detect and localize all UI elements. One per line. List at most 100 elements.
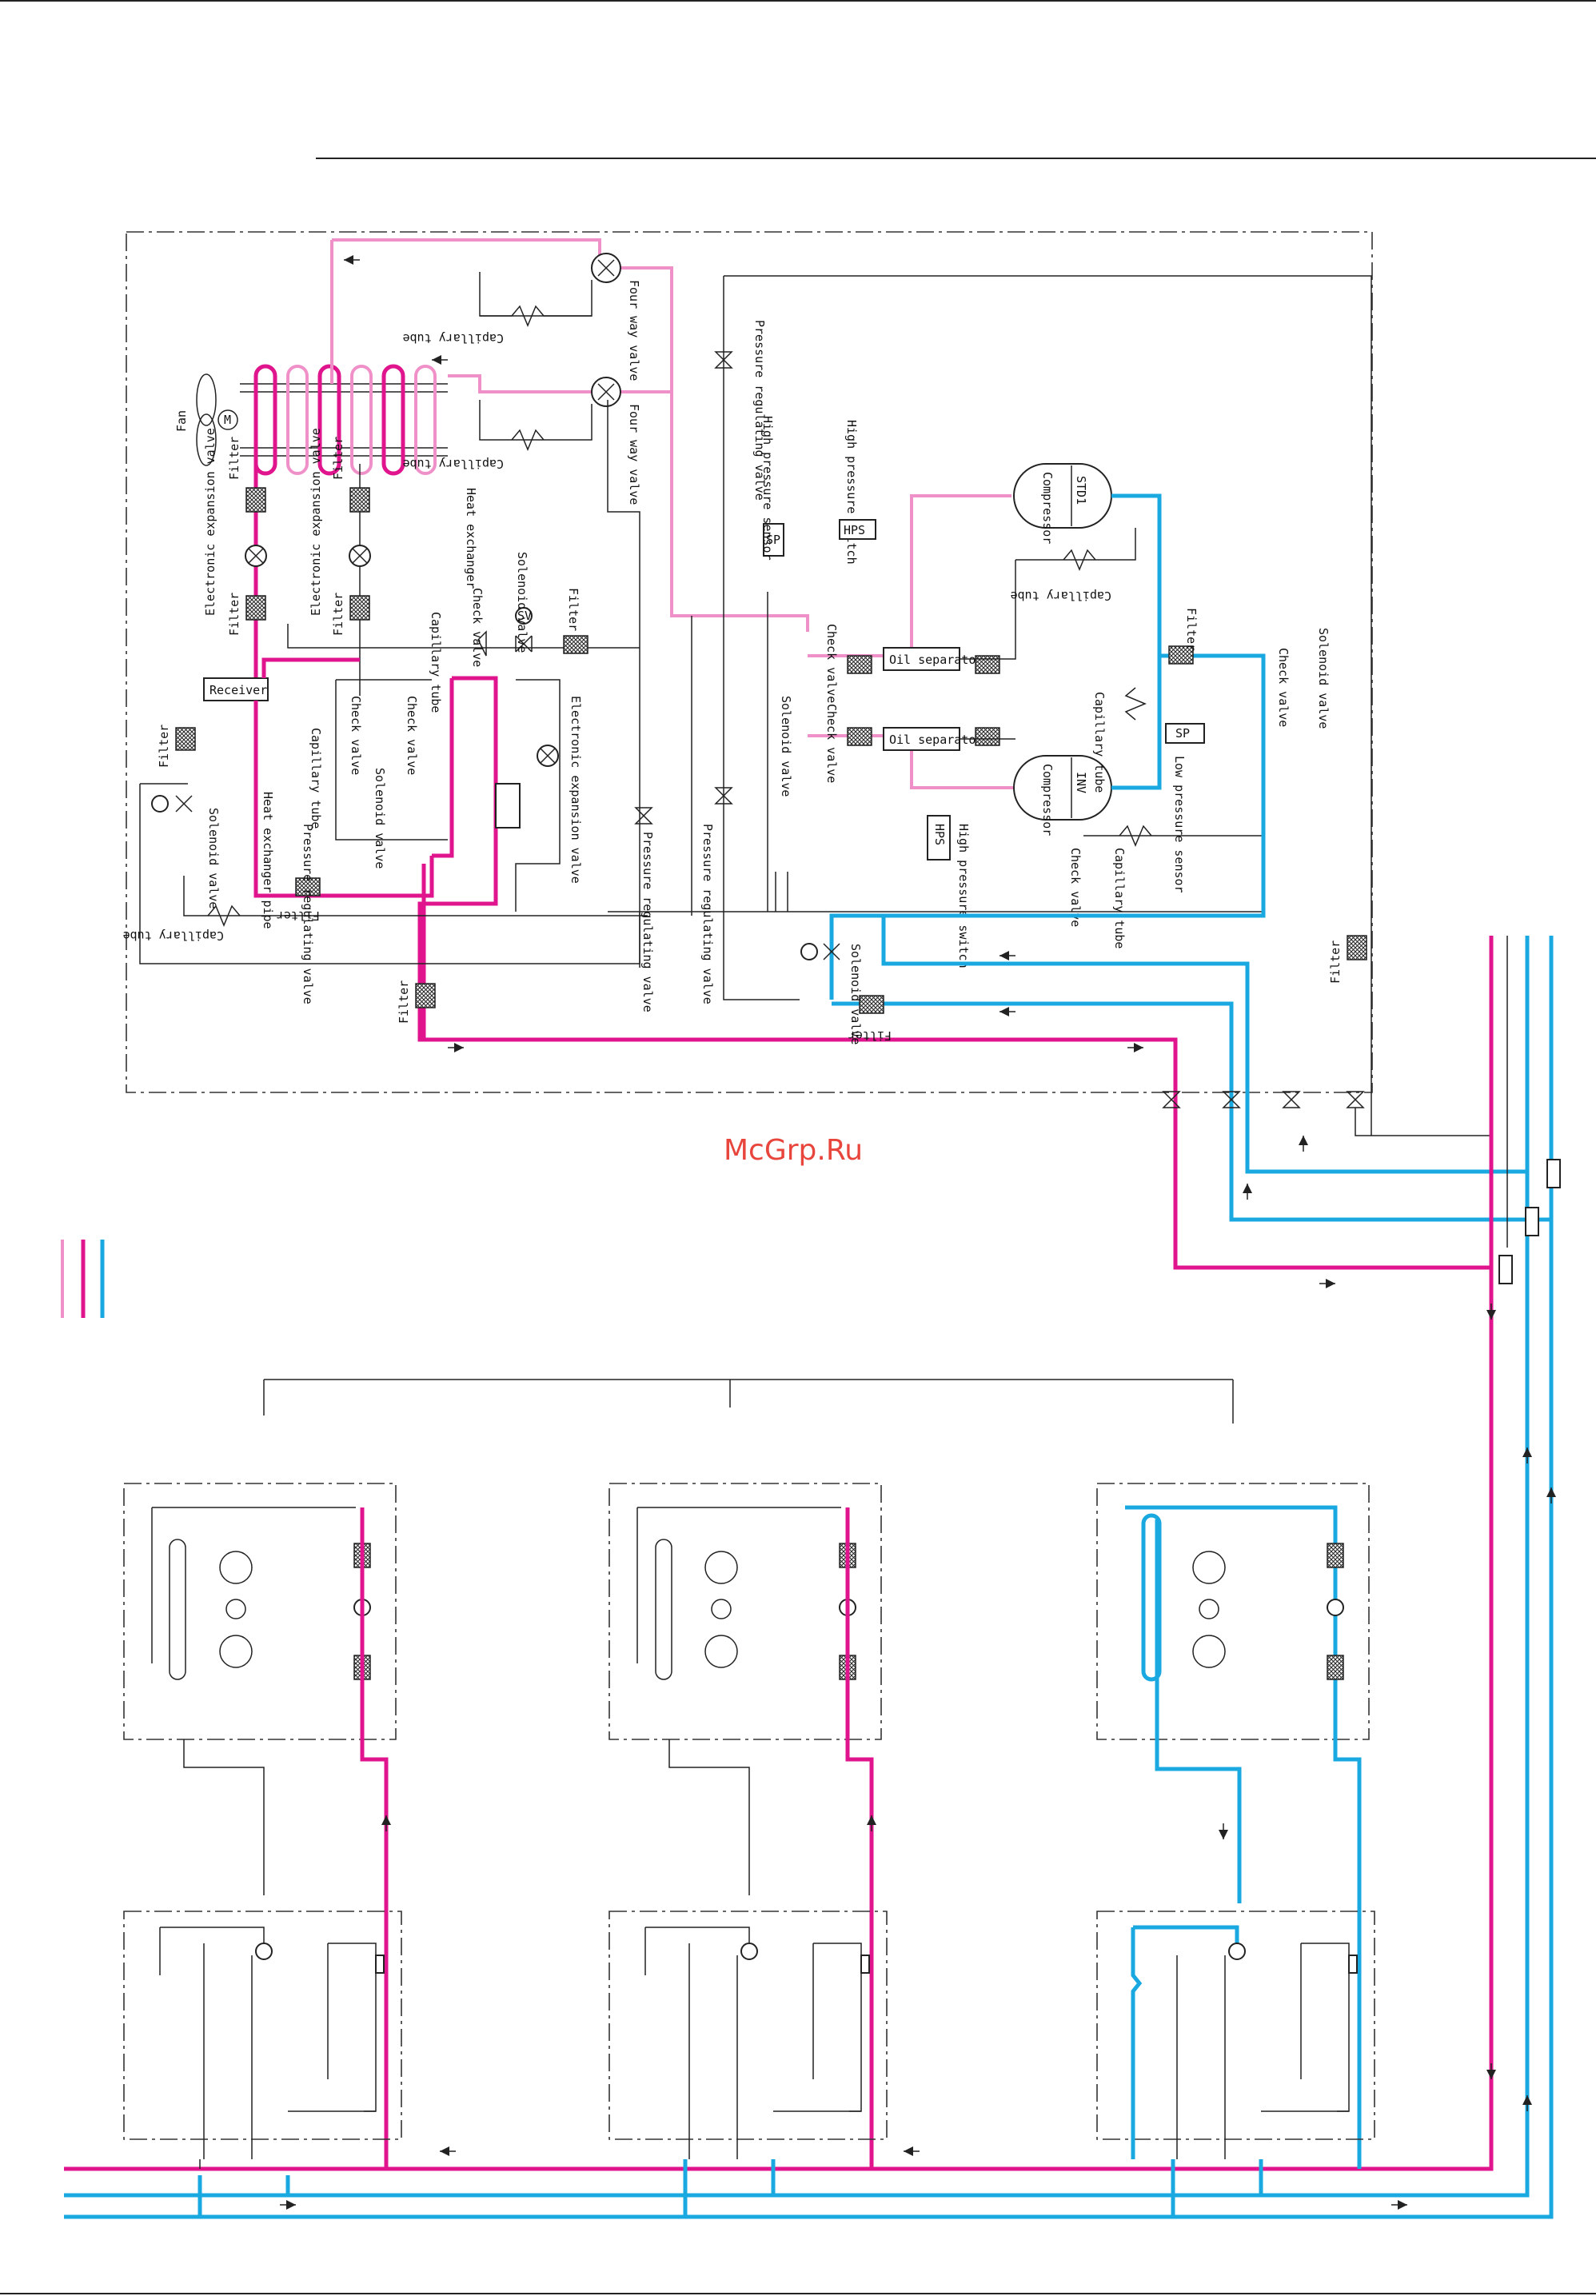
high-pressure-sensor-label: High pressure sensor bbox=[760, 416, 775, 561]
sp-label-bottom: SP bbox=[1175, 726, 1190, 741]
mag-line-liquid-main bbox=[417, 676, 1491, 1270]
solenoid-valve-bottom bbox=[800, 943, 840, 960]
indoor-unit-3 bbox=[1096, 1483, 1370, 2169]
capillary-tube-label-4: Capillary tube bbox=[123, 928, 224, 943]
sp-label-top: SP bbox=[766, 533, 780, 547]
heat-exchanger-label: Heat exchanger bbox=[464, 488, 478, 589]
electronic-expansion-valve-3 bbox=[537, 745, 559, 767]
receiver-label: Receiver bbox=[209, 683, 267, 697]
high-pressure-switch-label-top: High pressure switch bbox=[844, 420, 859, 565]
capillary-tube-label-8: Capillary tube bbox=[1112, 848, 1127, 948]
pink-line-top bbox=[332, 238, 601, 268]
filter-4 bbox=[349, 595, 370, 621]
receiver bbox=[203, 677, 269, 701]
filter-label-15: Filter bbox=[397, 980, 411, 1024]
cyan-trunk-1 bbox=[64, 936, 1530, 2198]
eev-label-3: Electronic expansion valve bbox=[569, 696, 583, 884]
filter-15 bbox=[415, 983, 436, 1008]
heat-exchanger-pipe-label: Heat exchanger pipe bbox=[261, 792, 275, 929]
filter-label-13: Filter bbox=[848, 1028, 892, 1043]
pressure-regulating-valve-top bbox=[714, 351, 733, 369]
oil-separator-label-1: Oil separator bbox=[889, 653, 983, 667]
branch-unit-2 bbox=[608, 1911, 888, 2217]
solenoid-valve-left bbox=[151, 795, 193, 813]
four-way-valve-2 bbox=[591, 377, 621, 407]
filter-11 bbox=[975, 727, 1000, 746]
hps-top bbox=[839, 519, 876, 540]
pressure-regulating-valve-label-top: Pressure regulating valve bbox=[752, 320, 767, 501]
solenoid-valve-label-top: Solenoid valve bbox=[515, 552, 529, 653]
watermark: McGrp.Ru bbox=[724, 1134, 863, 1167]
filter-label-6: Filter bbox=[157, 725, 171, 768]
sp-sensor-bottom bbox=[1165, 723, 1205, 744]
check-valve-label-top: Check valve bbox=[470, 588, 485, 667]
connector-1 bbox=[1546, 1159, 1561, 1188]
filter-6 bbox=[175, 727, 196, 751]
filter-8 bbox=[847, 655, 872, 674]
filter-label-7: Filter bbox=[277, 908, 320, 923]
line-cap-tube bbox=[287, 624, 640, 649]
capillary-tube-label-5: Capillary tube bbox=[309, 728, 323, 829]
hps-label-bottom: HPS bbox=[932, 824, 947, 845]
pink-line-std1 bbox=[910, 494, 1011, 648]
pressure-regulating-valve-label-mid: Pressure regulating valve bbox=[700, 824, 715, 1004]
four-way-valve-label-2: Four way valve bbox=[627, 404, 641, 505]
capillary-tube-label-3: Capillary tube bbox=[429, 612, 443, 713]
oil-separator-label-2: Oil separator bbox=[889, 733, 983, 747]
line-pressure-reg bbox=[723, 276, 800, 1000]
compressor-label-inv: Compressor bbox=[1040, 764, 1055, 836]
capillary-tube-label-7: Capillary tube bbox=[1092, 692, 1107, 793]
check-valve-label-oil2: Check valve bbox=[824, 704, 839, 783]
filter-1 bbox=[245, 487, 266, 513]
pink-line-inv bbox=[910, 744, 1015, 789]
check-valve-label-right: Check valve bbox=[1276, 648, 1291, 727]
filter-label-12: Filter bbox=[1184, 608, 1199, 651]
cyan-trunk-2 bbox=[64, 936, 1554, 2219]
check-valve-top bbox=[477, 630, 487, 657]
eev-label-1: Electronic expansion valve bbox=[203, 428, 217, 616]
indoor-header bbox=[263, 1379, 1234, 1424]
solenoid-valve-top: SV bbox=[515, 607, 533, 653]
solenoid-valve-label-mid: Solenoid valve bbox=[373, 768, 387, 868]
filter-13 bbox=[859, 995, 884, 1014]
filter-9 bbox=[847, 727, 872, 746]
pink-line-discharge bbox=[616, 266, 809, 632]
branch-unit-1 bbox=[123, 1911, 402, 2217]
filter-label-4: Filter bbox=[331, 593, 345, 636]
line-top-return bbox=[724, 275, 1372, 1136]
solenoid-valve-label-right: Solenoid valve bbox=[1316, 628, 1331, 729]
sv-label-top: SV bbox=[517, 609, 532, 623]
std1-label: STD1 bbox=[1074, 476, 1088, 505]
check-valve-label-oil1: Check valve bbox=[824, 624, 839, 703]
pressure-regulating-valve-left bbox=[634, 807, 653, 825]
filter-label-2: Filter bbox=[331, 437, 345, 480]
mag-line-receiver-out bbox=[253, 701, 434, 898]
filter-label-14: Filter bbox=[1328, 940, 1343, 984]
inv-label: INV bbox=[1074, 772, 1088, 793]
fan-label: Fan bbox=[174, 410, 189, 432]
filter-label-5: Filter bbox=[566, 588, 581, 631]
high-pressure-switch-label-bottom: High pressure switch bbox=[956, 824, 971, 968]
check-valve-label-inv: Check valve bbox=[1068, 848, 1083, 927]
electronic-expansion-valve-1 bbox=[245, 545, 267, 567]
filter-5 bbox=[563, 635, 589, 654]
mag-line-receiver-in bbox=[261, 657, 360, 678]
capillary-tube-label-6: Capillary tube bbox=[1011, 589, 1111, 603]
solenoid-valve-label-left: Solenoid valve bbox=[206, 808, 221, 908]
heat-exchanger-pipe-box bbox=[495, 783, 521, 829]
capillary-loop-1 bbox=[479, 272, 593, 317]
filter-10 bbox=[975, 655, 1000, 674]
four-way-valve-label-1: Four way valve bbox=[627, 280, 641, 381]
heat-exchanger bbox=[240, 364, 448, 476]
filter-14 bbox=[1347, 935, 1367, 960]
filter-12 bbox=[1168, 645, 1194, 665]
capillary-loop-2 bbox=[479, 400, 593, 441]
svg-text:M: M bbox=[224, 413, 231, 427]
pressure-regulating-valve-label-left: Pressure regulating valve bbox=[640, 832, 655, 1012]
compressor-std1 bbox=[1013, 463, 1112, 529]
hps-label-top: HPS bbox=[844, 523, 865, 537]
indoor-unit-2 bbox=[608, 1483, 882, 2169]
pressure-regulating-valve-label-1: Pressure regulating valve bbox=[301, 824, 315, 1004]
check-valve-label-mid: Check valve bbox=[405, 696, 419, 775]
